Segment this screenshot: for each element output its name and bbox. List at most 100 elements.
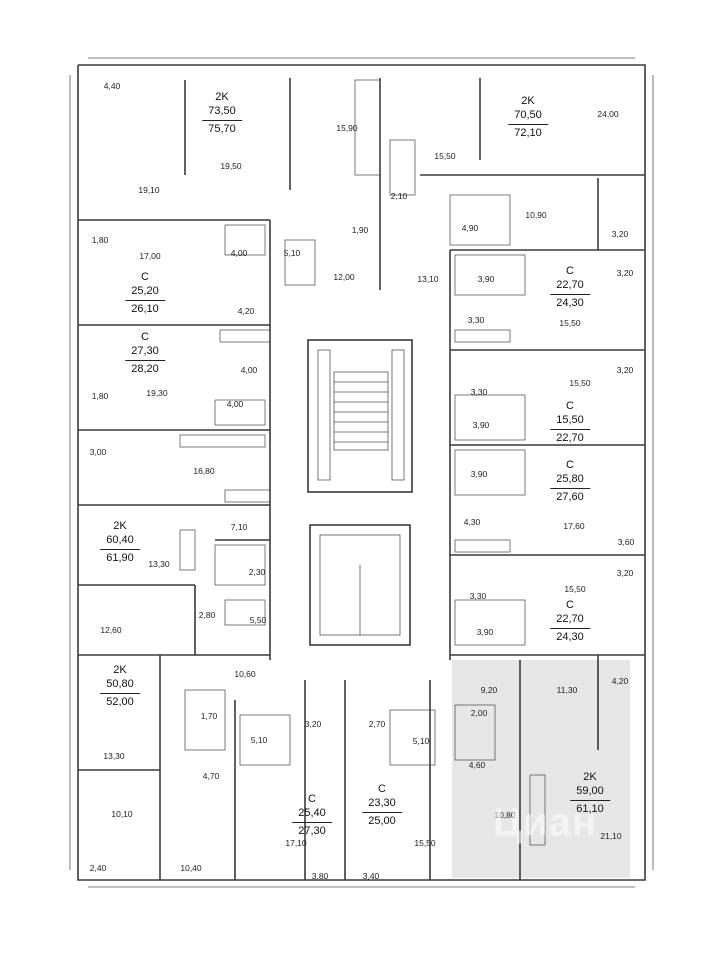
room-area: 15,50 xyxy=(564,583,586,594)
room-area: 4,20 xyxy=(237,305,255,316)
room-area: 24,00 xyxy=(597,108,619,119)
apartment-total-area: 28,20 xyxy=(131,363,159,375)
room-area: 2,40 xyxy=(89,862,107,873)
apartment-living-area: 22,70 xyxy=(550,280,590,295)
room-area: 4,00 xyxy=(230,247,248,258)
room-area: 17,60 xyxy=(563,520,585,531)
apartment-total-area: 75,70 xyxy=(208,123,236,135)
room-area: 3,90 xyxy=(472,419,490,430)
apartment-living-area: 15,50 xyxy=(550,415,590,430)
room-area: 21,10 xyxy=(600,830,622,841)
room-area: 3,20 xyxy=(611,228,629,239)
room-area: 4,20 xyxy=(611,675,629,686)
room-area: 3,90 xyxy=(470,468,488,479)
apartment-label: С 25,40 27,30 xyxy=(292,794,332,837)
room-area: 4,40 xyxy=(103,80,121,91)
room-area: 1,80 xyxy=(91,390,109,401)
room-area: 4,90 xyxy=(461,222,479,233)
room-area: 12,00 xyxy=(333,271,355,282)
apartment-living-area: 59,00 xyxy=(570,786,610,801)
room-area: 3,30 xyxy=(467,314,485,325)
room-area: 9,20 xyxy=(480,684,498,695)
apartment-label: С 25,80 27,60 xyxy=(550,460,590,503)
apartment-living-area: 22,70 xyxy=(550,614,590,629)
apartment-type: С xyxy=(378,783,386,795)
room-area: 3,20 xyxy=(616,364,634,375)
room-area: 19,10 xyxy=(138,184,160,195)
room-area: 3,80 xyxy=(311,870,329,881)
room-area: 3,20 xyxy=(616,267,634,278)
apartment-label: 2K 73,50 75,70 xyxy=(202,92,242,135)
room-area: 4,00 xyxy=(226,398,244,409)
apartment-living-area: 73,50 xyxy=(202,106,242,121)
room-area: 16,80 xyxy=(193,465,215,476)
room-area: 11,30 xyxy=(556,684,578,695)
apartment-type: 2K xyxy=(215,91,229,103)
apartment-total-area: 25,00 xyxy=(368,815,396,827)
apartment-living-area: 50,80 xyxy=(100,679,140,694)
apartment-label: 2K 50,80 52,00 xyxy=(100,665,140,708)
apartment-total-area: 72,10 xyxy=(514,127,542,139)
room-area: 10,60 xyxy=(234,668,256,679)
apartment-type: С xyxy=(308,793,316,805)
apartment-type: 2K xyxy=(113,520,127,532)
apartment-type: 2K xyxy=(583,771,597,783)
apartment-living-area: 27,30 xyxy=(125,346,165,361)
room-area: 2,30 xyxy=(248,566,266,577)
room-area: 15,50 xyxy=(434,150,456,161)
apartment-label: С 23,30 25,00 xyxy=(362,784,402,827)
apartment-type: С xyxy=(566,459,574,471)
apartment-living-area: 25,80 xyxy=(550,474,590,489)
room-area: 13,10 xyxy=(417,273,439,284)
room-area: 10,80 xyxy=(494,809,516,820)
room-area: 3,40 xyxy=(362,870,380,881)
apartment-label: 2K 70,50 72,10 xyxy=(508,96,548,139)
apartment-total-area: 61,10 xyxy=(576,803,604,815)
room-area: 10,10 xyxy=(111,808,133,819)
apartment-label: 2K 59,00 61,10 xyxy=(570,772,610,815)
fixtures xyxy=(179,79,546,846)
room-area: 10,90 xyxy=(525,209,547,220)
room-area: 3,00 xyxy=(89,446,107,457)
room-area: 3,30 xyxy=(470,386,488,397)
highlighted-apartment xyxy=(452,660,630,878)
room-area: 2,10 xyxy=(390,190,408,201)
left-partitions xyxy=(78,78,306,880)
apartment-living-area: 25,20 xyxy=(125,286,165,301)
room-area: 10,40 xyxy=(180,862,202,873)
room-area: 4,60 xyxy=(468,759,486,770)
room-area: 3,30 xyxy=(469,590,487,601)
room-area: 1,80 xyxy=(91,234,109,245)
room-area: 3,90 xyxy=(476,626,494,637)
apartment-type: С xyxy=(141,331,149,343)
room-area: 12,60 xyxy=(100,624,122,635)
apartment-total-area: 27,30 xyxy=(298,825,326,837)
room-area: 5,10 xyxy=(283,247,301,258)
apartment-living-area: 70,50 xyxy=(508,110,548,125)
room-area: 5,10 xyxy=(250,734,268,745)
apartment-type: 2K xyxy=(113,664,127,676)
apartment-total-area: 27,60 xyxy=(556,491,584,503)
room-area: 2,00 xyxy=(470,707,488,718)
room-area: 2,70 xyxy=(368,718,386,729)
apartment-label: С 22,70 24,30 xyxy=(550,266,590,309)
apartment-living-area: 23,30 xyxy=(362,798,402,813)
room-area: 19,50 xyxy=(220,160,242,171)
apartment-label: С 22,70 24,30 xyxy=(550,600,590,643)
apartment-living-area: 60,40 xyxy=(100,535,140,550)
apartment-total-area: 52,00 xyxy=(106,696,134,708)
apartment-total-area: 26,10 xyxy=(131,303,159,315)
outer-walls xyxy=(69,57,654,888)
apartment-living-area: 25,40 xyxy=(292,808,332,823)
apartment-type: С xyxy=(566,400,574,412)
room-area: 17,10 xyxy=(285,837,307,848)
apartment-label: С 15,50 22,70 xyxy=(550,401,590,444)
room-area: 5,50 xyxy=(249,614,267,625)
room-area: 2,80 xyxy=(198,609,216,620)
room-area: 13,30 xyxy=(148,558,170,569)
room-area: 4,70 xyxy=(202,770,220,781)
room-area: 3,90 xyxy=(477,273,495,284)
apartment-label: С 27,30 28,20 xyxy=(125,332,165,375)
apartment-type: С xyxy=(566,265,574,277)
